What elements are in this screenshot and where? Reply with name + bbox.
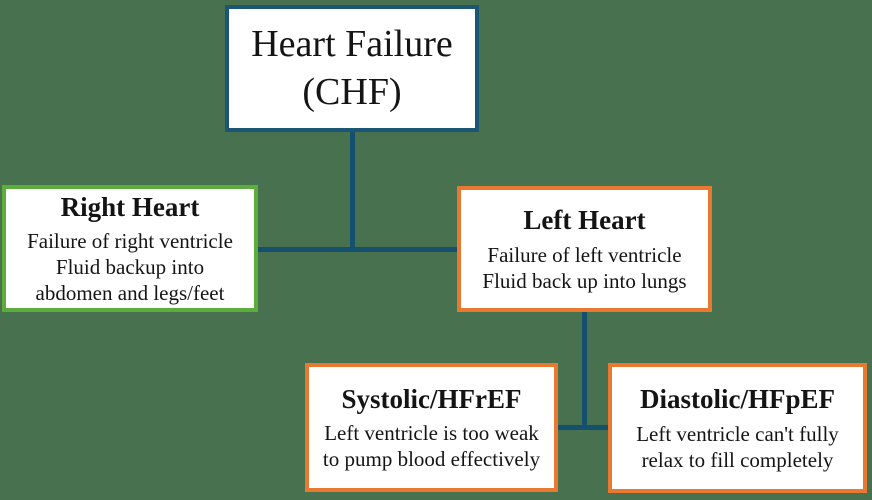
node-right-heart: Right Heart Failure of right ventricle F… bbox=[2, 185, 258, 312]
connector-root-stem bbox=[350, 131, 355, 252]
left-heart-line-1: Failure of left ventricle bbox=[487, 242, 682, 267]
connector-left-heart-stem bbox=[582, 311, 587, 430]
systolic-line-1: Left ventricle is too weak bbox=[324, 421, 539, 446]
root-title-line-2: (CHF) bbox=[302, 70, 402, 113]
root-title-line-1: Heart Failure bbox=[251, 23, 453, 65]
node-left-heart: Left Heart Failure of left ventricle Flu… bbox=[457, 186, 712, 312]
diastolic-title: Diastolic/HFpEF bbox=[640, 384, 835, 415]
right-heart-line-3: abdomen and legs/feet bbox=[35, 281, 225, 306]
right-heart-line-2: Fluid backup into bbox=[55, 255, 205, 280]
systolic-line-2: to pump blood effectively bbox=[322, 447, 541, 472]
node-heart-failure-chf: Heart Failure (CHF) bbox=[225, 5, 479, 132]
node-diastolic-hfpef: Diastolic/HFpEF Left ventricle can't ful… bbox=[608, 363, 867, 493]
systolic-title: Systolic/HFrEF bbox=[341, 383, 522, 414]
left-heart-title: Left Heart bbox=[523, 205, 646, 236]
right-heart-line-1: Failure of right ventricle bbox=[27, 229, 233, 254]
connector-branch-horizontal bbox=[254, 247, 459, 252]
connector-bottom-horizontal bbox=[556, 425, 612, 430]
right-heart-title: Right Heart bbox=[60, 191, 200, 222]
node-systolic-hfref: Systolic/HFrEF Left ventricle is too wea… bbox=[305, 363, 558, 492]
diastolic-line-2: relax to fill completely bbox=[641, 447, 834, 472]
left-heart-line-2: Fluid back up into lungs bbox=[482, 268, 687, 293]
diastolic-line-1: Left ventricle can't fully bbox=[636, 421, 839, 446]
